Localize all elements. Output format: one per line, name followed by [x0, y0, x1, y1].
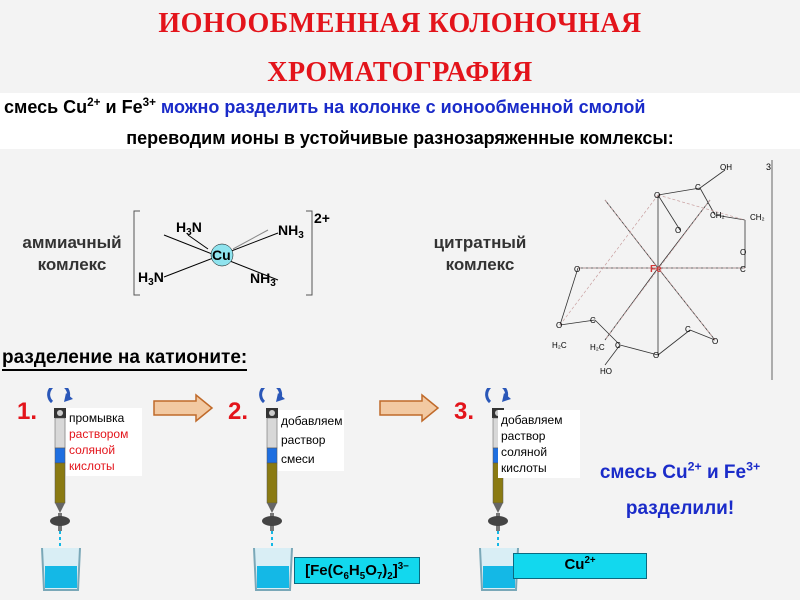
intro-band — [0, 93, 800, 149]
result-line-1: смесь Cu2+ и Fe3+ — [599, 459, 761, 483]
step-3-line-2: раствор — [501, 429, 546, 443]
step-1-line-4: кислоты — [69, 459, 115, 473]
svg-text:H₂C: H₂C — [590, 343, 605, 352]
svg-text:CH₂: CH₂ — [750, 213, 765, 222]
step-3-line-1: добавляем — [501, 413, 563, 427]
svg-text:O: O — [740, 248, 746, 257]
column-apparatus-2 — [253, 388, 293, 591]
intro-fe-charge: 3+ — [142, 96, 156, 109]
result-line-2: разделили! — [625, 498, 735, 519]
ammonia-complex-label: аммиачный комлекс — [8, 232, 136, 276]
step-3-number: 3. — [454, 398, 475, 425]
step-1-line-1: промывка — [69, 411, 125, 425]
citrate-charge: 3 — [766, 162, 771, 172]
ammonia-complex-structure: Cu H3N NH3 H3N NH3 2+ — [133, 210, 330, 296]
svg-text:C: C — [695, 183, 701, 192]
svg-text:C: C — [590, 316, 596, 325]
citrate-complex-structure: 3 O C OH CH₂ CH₂ O O C — [552, 160, 773, 380]
svg-text:O: O — [556, 321, 562, 330]
svg-text:C: C — [685, 325, 691, 334]
intro-line-1: смесь Cu2+ и Fe3+ можно разделить на кол… — [4, 97, 646, 118]
result-text: смесь Cu2+ и Fe3+ разделили! — [575, 460, 785, 522]
section-title: разделение на катионите: — [2, 347, 248, 371]
citrate-label-line-1: цитратный — [433, 233, 527, 252]
product-fe-citrate: [Fe(C6H5O7)2]3− — [294, 557, 420, 584]
ammonia-ligand-tl: H3N — [176, 219, 202, 238]
intro-line-2: переводим ионы в устойчивые разнозаряжен… — [126, 128, 674, 148]
citrate-complex-label: цитратный комлекс — [420, 232, 540, 276]
title-line-2: ХРОМАТОГРАФИЯ — [267, 57, 533, 88]
step-2-number: 2. — [228, 398, 249, 425]
ammonia-label-line-1: аммиачный — [22, 233, 122, 252]
step-2-text: добавляем раствор смеси — [278, 410, 344, 471]
svg-text:C: C — [740, 265, 746, 274]
ammonia-ligand-br: NH3 — [250, 270, 276, 289]
ammonia-charge: 2+ — [314, 210, 330, 226]
intro-mix-and: и Fe — [100, 97, 143, 117]
svg-text:O: O — [675, 226, 681, 235]
svg-text:CH₂: CH₂ — [710, 211, 725, 220]
svg-text:O: O — [653, 351, 659, 360]
step-3-text: добавляем раствор соляной кислоты — [498, 410, 580, 478]
svg-text:O: O — [654, 191, 660, 200]
ammonia-ligand-bl: H3N — [138, 269, 164, 288]
step-2-line-1: добавляем — [281, 414, 343, 428]
svg-text:O: O — [712, 337, 718, 346]
svg-text:O: O — [574, 265, 580, 274]
step-1-text: промывка раствором соляной кислоты — [66, 408, 142, 476]
intro-mix-prefix: смесь Cu — [4, 97, 88, 117]
arrow-step-1-to-2 — [153, 393, 214, 423]
ammonia-ligand-tr: NH3 — [278, 222, 304, 241]
ammonia-center: Cu — [212, 247, 231, 263]
svg-text:C: C — [615, 341, 621, 350]
citrate-oh: OH — [720, 163, 732, 172]
step-1-number: 1. — [17, 398, 38, 425]
citrate-ho: HO — [600, 367, 612, 376]
svg-text:H₂C: H₂C — [552, 341, 567, 350]
step-2-line-2: раствор — [281, 433, 326, 447]
intro-cu-charge: 2+ — [87, 96, 101, 109]
step-3-line-4: кислоты — [501, 461, 547, 475]
intro-mix-rest: можно разделить на колонке с ионообменно… — [155, 97, 646, 117]
step-3-line-3: соляной — [501, 445, 548, 459]
title-line-1: ИОНООБМЕННАЯ КОЛОНОЧНАЯ — [158, 8, 642, 39]
arrow-step-2-to-3 — [379, 393, 440, 423]
citrate-label-line-2: комлекс — [445, 255, 515, 274]
step-2-line-3: смеси — [281, 452, 315, 466]
step-1-line-3: соляной — [69, 443, 116, 457]
product-cu: Cu2+ — [513, 553, 647, 579]
citrate-center: Fe — [650, 264, 662, 275]
step-1-line-2: раствором — [69, 427, 129, 441]
column-apparatus-1 — [41, 388, 81, 591]
ammonia-label-line-2: комлекс — [37, 255, 107, 274]
